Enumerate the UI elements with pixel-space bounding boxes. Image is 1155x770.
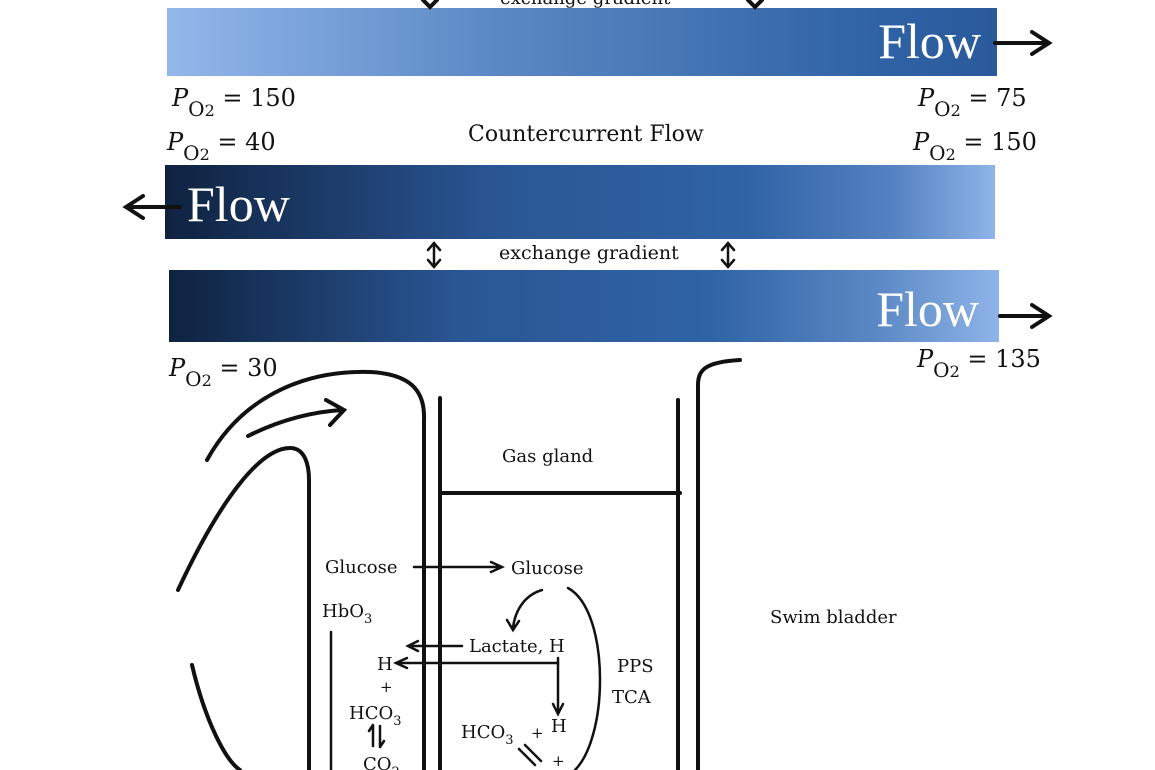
pps-label: PPS xyxy=(617,656,654,677)
inner-loop-arrow xyxy=(246,398,348,438)
left-vessel-curve xyxy=(176,445,311,770)
glucose-left-label: Glucose xyxy=(325,557,398,578)
flow-band-2: Flow xyxy=(165,165,995,239)
h-down-arrow xyxy=(551,656,565,717)
gland-right-wall-outer xyxy=(696,358,742,770)
hco-left-label: HCO3 xyxy=(349,703,402,729)
glucose-right-label: Glucose xyxy=(511,558,584,579)
plus-right-label: + xyxy=(531,724,544,742)
arrow-left-band2 xyxy=(122,194,182,220)
po2-top-left: PO2 = 150 xyxy=(172,84,296,121)
outer-loop xyxy=(205,369,427,770)
flow-label-2: Flow xyxy=(187,176,290,232)
hco-right-label: HCO3 xyxy=(461,722,514,748)
po2-mid-right: PO2 = 150 xyxy=(913,128,1037,165)
plus-right2-label: + xyxy=(552,752,565,770)
hbo-label: HbO3 xyxy=(322,601,372,627)
h-right-label: H xyxy=(551,716,567,737)
flow-band-3: Flow xyxy=(169,270,999,342)
co2-left-label: CO2 xyxy=(363,754,400,770)
flow-band-1: Flow xyxy=(167,8,997,76)
h-left-label: H xyxy=(377,654,393,675)
glucose-arrow xyxy=(412,560,506,574)
arrow-right-band3 xyxy=(998,303,1053,329)
glucose-to-lactate-arrow xyxy=(505,588,544,633)
top-exchange-gradient-label: exchange gradient xyxy=(500,0,670,9)
equilibrium-left xyxy=(367,723,386,749)
po2-top-right: PO2 = 75 xyxy=(918,84,1027,121)
tca-label: TCA xyxy=(612,687,652,708)
top-double-arrow-left xyxy=(421,0,439,10)
double-arrow-left xyxy=(426,241,442,269)
plus-left-label: + xyxy=(380,678,393,696)
equilibrium-right xyxy=(517,743,543,767)
countercurrent-title: Countercurrent Flow xyxy=(468,122,704,147)
flow-label-1: Flow xyxy=(878,13,981,69)
top-double-arrow-right xyxy=(746,0,764,10)
h-long-arrow xyxy=(392,656,560,670)
po2-bottom-left: PO2 = 30 xyxy=(169,354,278,391)
lactate-arrow xyxy=(405,639,464,653)
po2-bottom-right: PO2 = 135 xyxy=(917,345,1041,382)
lower-left-curve xyxy=(190,663,242,770)
swim-bladder-label: Swim bladder xyxy=(770,607,897,628)
arrow-right-band1 xyxy=(993,30,1053,56)
gas-gland-label: Gas gland xyxy=(502,446,593,467)
lactate-label: Lactate, H xyxy=(469,636,565,657)
pps-tca-loop xyxy=(566,586,602,770)
po2-mid-left: PO2 = 40 xyxy=(167,128,276,165)
flow-label-3: Flow xyxy=(876,281,979,337)
mid-exchange-gradient-label: exchange gradient xyxy=(499,242,679,264)
double-arrow-right xyxy=(720,241,736,269)
